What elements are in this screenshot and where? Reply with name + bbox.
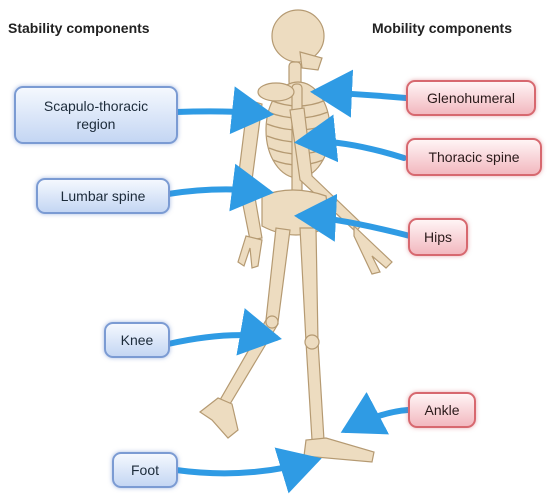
shoulder-girdle (258, 83, 294, 101)
scapulo-thoracic-label: Scapulo-thoracic region (36, 97, 156, 133)
ankle-box: Ankle (408, 392, 476, 428)
mobility-heading: Mobility components (372, 20, 512, 36)
arrow-foot (176, 460, 316, 473)
ankle-label: Ankle (424, 401, 459, 419)
lumbar-spine-label: Lumbar spine (61, 187, 146, 205)
arrow-ankle (346, 410, 408, 430)
arrow-glenohumeral (316, 92, 406, 98)
front-knee-cap (305, 335, 319, 349)
thoracic-spine-box: Thoracic spine (406, 138, 542, 176)
back-foot (200, 398, 238, 438)
glenohumeral-box: Glenohumeral (406, 80, 536, 116)
scapulo-thoracic-box: Scapulo-thoracic region (14, 86, 178, 144)
glenohumeral-label: Glenohumeral (427, 89, 515, 107)
foot-label: Foot (131, 461, 159, 479)
back-knee-cap (266, 316, 278, 328)
lumbar-spine-box: Lumbar spine (36, 178, 170, 214)
front-tibia (306, 342, 324, 440)
knee-label: Knee (121, 331, 154, 349)
hips-label: Hips (424, 228, 452, 246)
skull (272, 10, 324, 62)
back-arm (238, 100, 262, 240)
knee-box: Knee (104, 322, 170, 358)
jaw (300, 52, 322, 70)
back-hand (238, 236, 262, 268)
skeleton (200, 10, 392, 462)
front-femur (300, 228, 318, 342)
arrow-scapulo (176, 111, 268, 114)
pelvis (262, 190, 330, 235)
foot-box: Foot (112, 452, 178, 488)
thoracic-spine-label: Thoracic spine (428, 148, 519, 166)
stability-heading: Stability components (8, 20, 150, 36)
back-femur (266, 228, 290, 322)
arrow-lumbar (168, 189, 268, 194)
hips-box: Hips (408, 218, 468, 256)
